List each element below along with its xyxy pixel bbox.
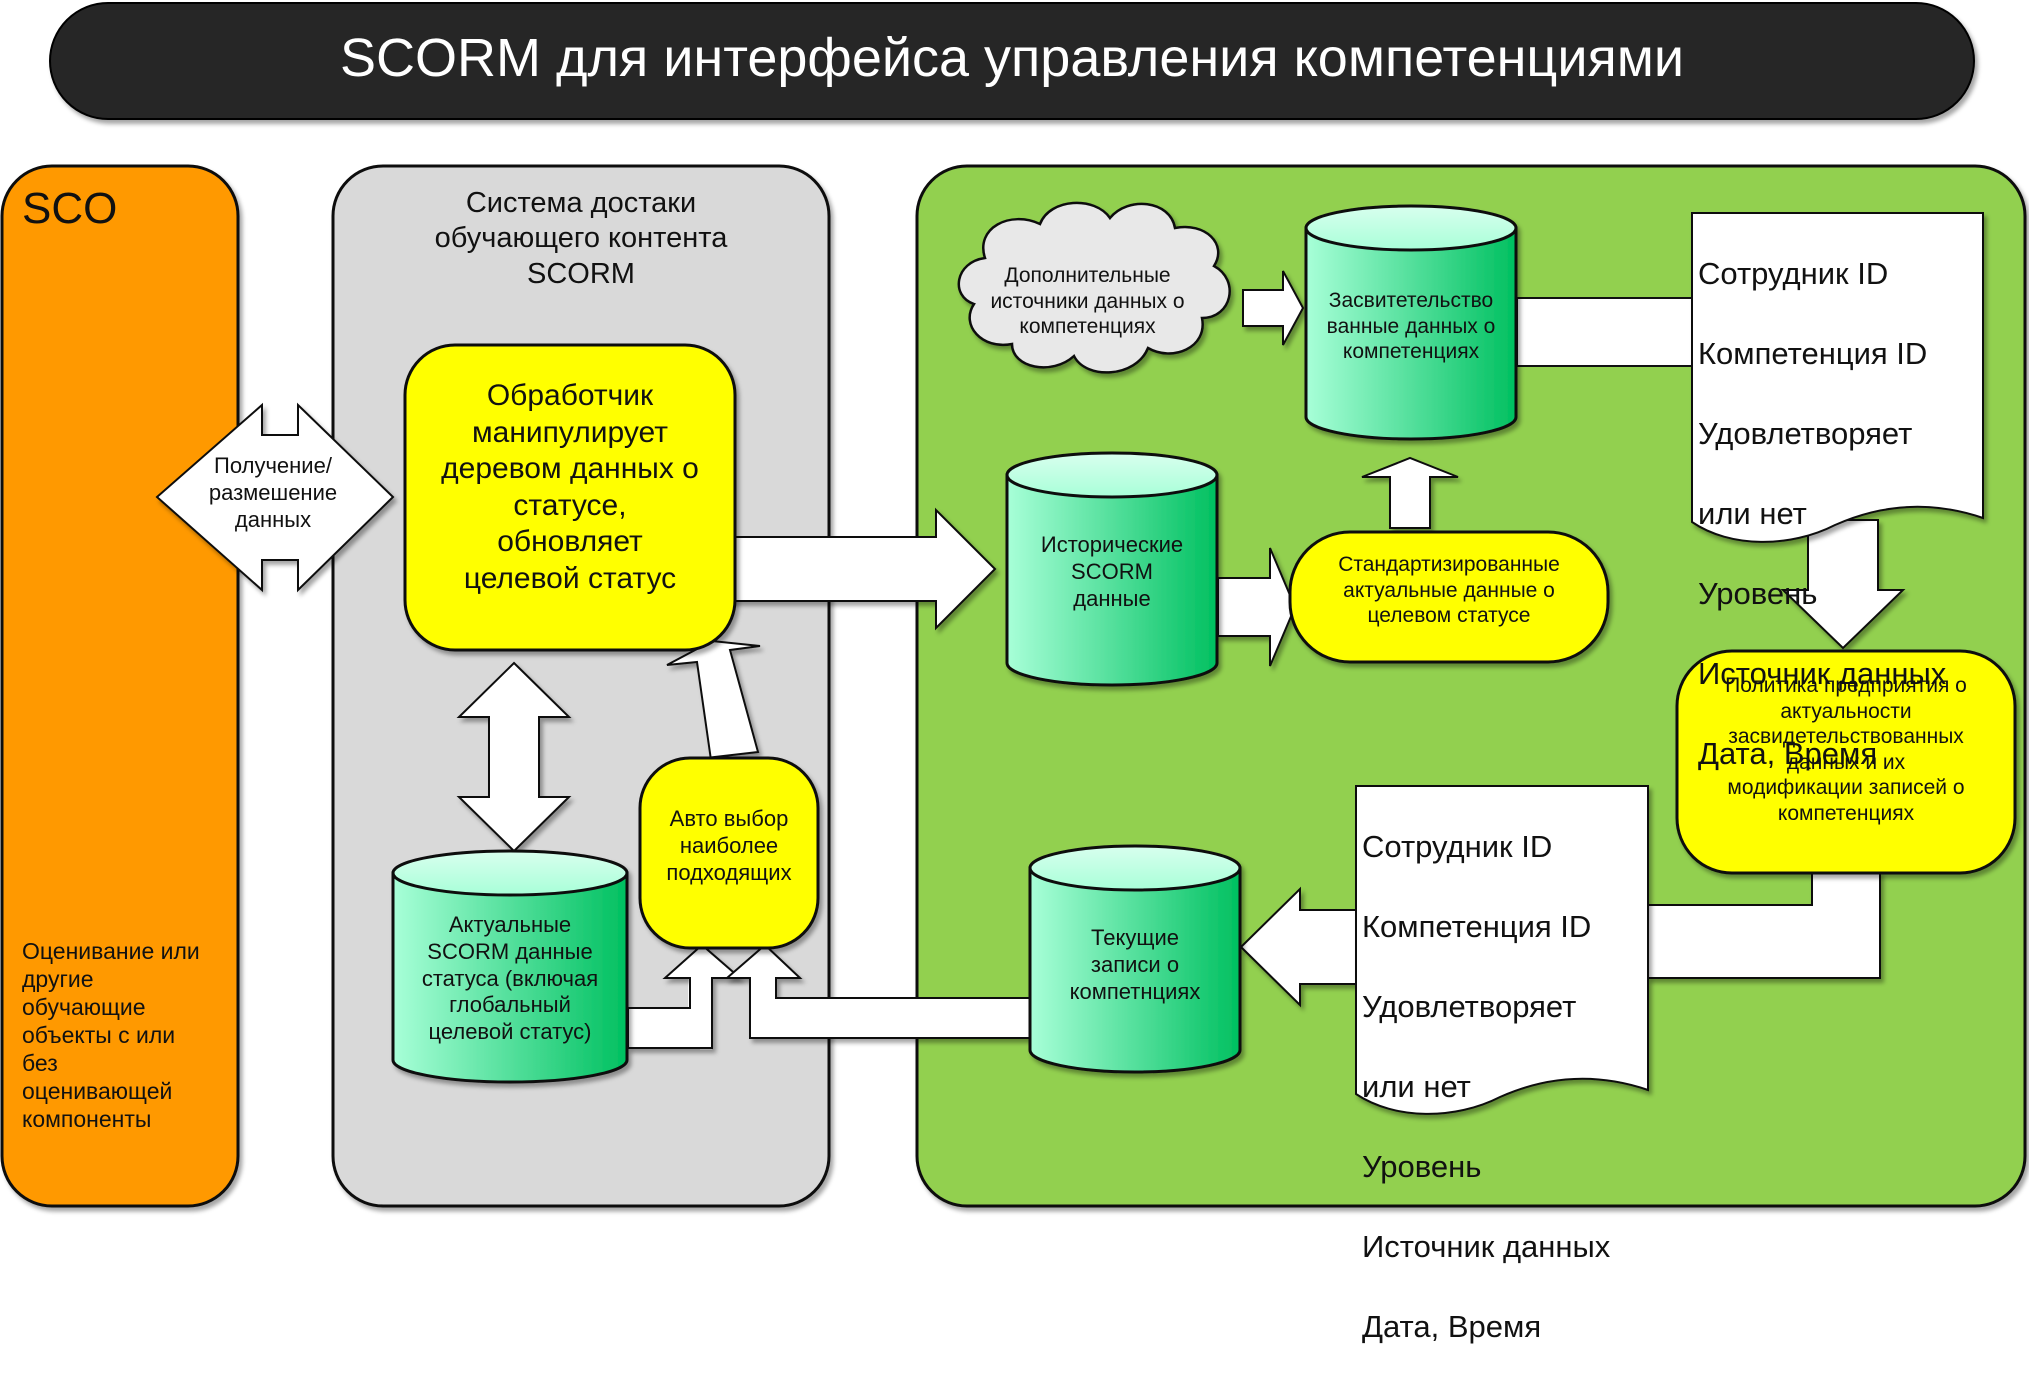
top-record-line: Компетенция ID (1698, 335, 1928, 371)
top-record-document (1691, 212, 1984, 543)
standardized-label: Стандартизированные актуальные данные о … (1338, 553, 1560, 628)
historic-db (1005, 451, 1219, 687)
evidence-db-label: Засвитетельство ванные данных о компетен… (1326, 289, 1496, 364)
doc-to-policy-arrow (1780, 519, 1906, 650)
bottom-record-document (1355, 785, 1649, 1115)
evidence-to-doc-connector (1516, 297, 1698, 367)
actual-scorm-db-label: Актуальные SCORM данные статуса (включая… (421, 912, 599, 1045)
sco-description: Оценивание или другие обучающие объекты … (22, 938, 200, 1133)
auto-select-label: Авто выбор наиболее подходящих (666, 806, 792, 885)
extra-sources-cloud (957, 201, 1231, 374)
standardized-to-evidence-arrow (1361, 456, 1459, 529)
exchange-label: Получение/ размешение данных (208, 453, 338, 532)
bottom-record-line: Уровень (1362, 1148, 1482, 1184)
doc-to-records-arrow-shape (1239, 886, 1357, 1008)
top-record-line: Источник данных (1698, 655, 1947, 691)
bottom-record-line: Компетенция ID (1362, 908, 1592, 944)
policy-node (1675, 649, 2017, 875)
auto-select-node (638, 756, 820, 950)
sco-panel (0, 164, 240, 1208)
bottom-record-text: Сотрудник ID Компетенция ID Удовлетворяе… (1362, 787, 1610, 1387)
evidence-db (1304, 204, 1518, 441)
bottom-record-line: Источник данных (1362, 1228, 1611, 1264)
lms-label: Система достаки обучающего контента SCOR… (434, 187, 728, 290)
current-records-label: Текущие записи о компетнциях (1069, 925, 1201, 1004)
handler-to-historic-arrow (731, 507, 997, 631)
policy-label: Политика предприятия о актуальности засв… (1725, 674, 1967, 826)
diagram-canvas (0, 2, 2027, 1208)
historic-to-standardized-arrow (1217, 547, 1297, 667)
bottom-record-line: Сотрудник ID (1362, 828, 1553, 864)
top-record-line: Уровень (1698, 575, 1818, 611)
records-to-auto-arrow (724, 943, 1033, 1039)
current-records-db (1028, 844, 1242, 1074)
top-record-line: Дата, Время (1698, 735, 1878, 771)
top-record-line: или нет (1698, 495, 1807, 531)
title-bar (49, 2, 1975, 120)
exchange-double-arrow (155, 402, 395, 593)
bottom-record-line: или нет (1362, 1068, 1471, 1104)
top-record-line: Сотрудник ID (1698, 255, 1889, 291)
bottom-record-line: Удовлетворяет (1362, 988, 1577, 1024)
bottom-record-line: Дата, Время (1362, 1308, 1542, 1344)
cloud-to-evidence-arrow (1242, 270, 1305, 346)
standardized-node (1288, 530, 1610, 664)
top-record-line: Удовлетворяет (1698, 415, 1913, 451)
historic-db-label: Исторические SCORM данные (1040, 532, 1184, 611)
page-title: SCORM для интерфейса управления компетен… (339, 28, 1685, 88)
cloud-label: Дополнительные источники данных о компет… (990, 264, 1185, 339)
actual-scorm-db (391, 849, 629, 1084)
sco-label: SCO (22, 184, 118, 233)
handler-node (403, 343, 737, 652)
db-to-auto-arrow-shape (627, 943, 743, 1049)
top-record-text: Сотрудник ID Компетенция ID Удовлетворяе… (1698, 214, 1946, 814)
handler-label: Обработчик манипулирует деревом данных о… (441, 379, 699, 595)
